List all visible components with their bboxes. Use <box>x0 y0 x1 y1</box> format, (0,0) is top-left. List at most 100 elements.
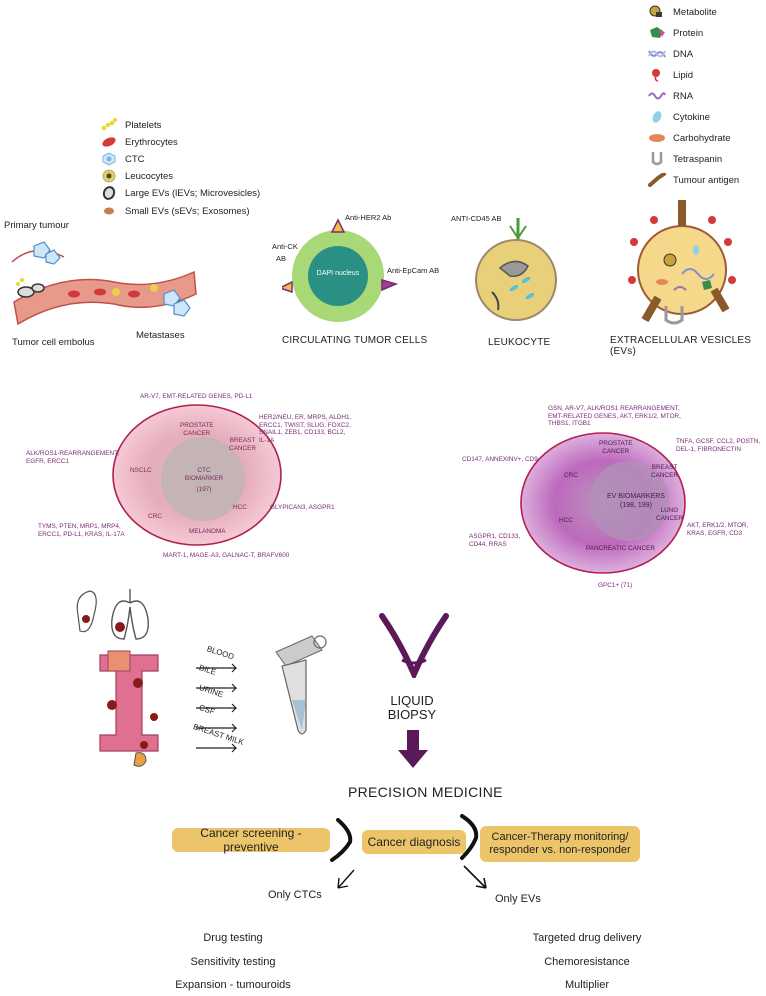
anti-cd45-label: ANTI-CD45 AB <box>451 214 502 223</box>
primary-tumour-label: Primary tumour <box>4 220 69 231</box>
anti-ck-label: Anti-CK <box>272 242 298 251</box>
ev-label-left: CD147, ANNEXINV+, CD9 <box>462 456 538 463</box>
legend-item-lipid: Lipid <box>648 68 693 82</box>
extracellular-vesicle-illustration <box>628 200 736 325</box>
rna-icon <box>648 92 666 100</box>
legend-item-tumour-antigen: Tumour antigen <box>648 173 739 187</box>
right-chevron-arrow <box>460 814 487 889</box>
ctc-use-sensitivity-testing: Sensitivity testing <box>190 956 276 968</box>
ev-biomarker-diagram <box>520 432 686 574</box>
legend-item-metabolite: Metabolite <box>648 5 717 19</box>
ev-label-top: GSN, AR-V7, ALK/ROS1 REARRANGEMENT,EMT-R… <box>548 405 681 428</box>
ctc-region-crc: CRC <box>148 513 162 520</box>
legend-label: Tumour antigen <box>673 174 740 186</box>
metastases-label: Metastases <box>136 330 185 341</box>
ctc-use-expansion: Expansion - tumouroids <box>175 979 291 991</box>
legend-item-large-evs: Large EVs (lEVs; Microvesicles) <box>100 186 260 200</box>
small-ev-icon <box>104 207 114 215</box>
organs-illustration <box>76 589 159 767</box>
lipid-icon <box>652 69 660 82</box>
legend-item-protein: Protein <box>648 26 703 40</box>
legend-item-cytokine: Cytokine <box>648 110 710 124</box>
legend-label: Erythrocytes <box>125 136 178 148</box>
legend-item-small-evs: Small EVs (sEVs; Exosomes) <box>100 204 250 218</box>
ev-biomarker-center: EV BIOMARKERS(198, 199) <box>607 493 665 509</box>
legend-item-dna: DNA <box>648 47 693 61</box>
ctc-biomarker-diagram <box>112 404 282 546</box>
legend-item-carbohydrate: Carbohydrate <box>648 131 731 145</box>
ctc-region-melanoma: MELANOMA <box>189 528 226 535</box>
anti-epcam-label: Anti-EpCam AB <box>387 266 440 275</box>
ctc-label-top: AR-V7, EMT-RELATED GENES, PD-L1 <box>140 393 253 400</box>
down-arrow-icon <box>398 730 428 768</box>
legend-item-leucocytes: Leucocytes <box>100 169 173 183</box>
large-ev-icon <box>102 186 116 200</box>
ctc-label-top-right: HER2/NEU, ER, MRPS, ALDH1,ERCC1, TWIST, … <box>259 414 352 444</box>
legend-label: RNA <box>673 90 694 102</box>
tetraspanin-icon <box>651 152 663 166</box>
carbohydrate-icon <box>649 134 665 142</box>
legend-label: Cytokine <box>673 111 710 123</box>
ctc-label-right: GLYPICAN3, ASGPR1 <box>270 504 335 511</box>
ev-label-bottom: GPC1+ (71) <box>598 582 633 589</box>
anti-ck-antibody <box>282 280 293 294</box>
only-evs-label: Only EVs <box>495 893 541 905</box>
ev-label-bottom-left: ASGPR1, CD133,CD44, RRAS <box>469 533 521 548</box>
ev-label-right: AKT, ERK1/2, MTOR,KRAS, EGFR, CD3 <box>687 522 749 537</box>
ev-use-targeted-delivery: Targeted drug delivery <box>532 932 642 944</box>
sample-tube-icon <box>275 635 327 735</box>
ev-caption: EXTRACELLULAR VESICLES (EVs) <box>610 335 752 357</box>
legend-item-rna: RNA <box>648 89 693 103</box>
ctc-caption: CIRCULATING TUMOR CELLS <box>282 335 428 346</box>
legend-label: Leucocytes <box>125 170 174 182</box>
left-chevron-arrow <box>330 818 355 889</box>
tumour-antigen-icon <box>648 173 666 187</box>
metabolite-icon <box>649 5 662 17</box>
legend-label: Protein <box>673 27 704 39</box>
legend-label: Carbohydrate <box>673 132 731 144</box>
legend-label: Platelets <box>125 119 162 131</box>
legend-label: Small EVs (sEVs; Exosomes) <box>125 205 250 217</box>
blood-vessel-illustration <box>11 241 197 326</box>
legend-label: Lipid <box>673 69 694 81</box>
fluid-arrows <box>196 663 238 753</box>
ev-region-hcc: HCC <box>559 517 573 524</box>
erythrocyte-icon <box>102 137 116 147</box>
ctc-cell-illustration <box>282 218 399 322</box>
ctc-region-nsclc: NSCLC <box>130 467 152 474</box>
ctc-region-hcc: HCC <box>233 504 247 511</box>
tumor-cell-embolus-label: Tumor cell embolus <box>12 337 95 348</box>
anti-her2-label: Anti-HER2 Ab <box>345 213 392 222</box>
legend-label: Metabolite <box>673 6 717 18</box>
ev-region-crc: CRC <box>564 472 578 479</box>
legend-item-tetraspanin: Tetraspanin <box>648 152 722 166</box>
ctc-label-bottom: MART-1, MAGE-A3, GALNAC-T, BRAFV600 <box>163 552 290 559</box>
ev-label-top-right: TNFA, GCSF, CCL2, POSTN,DEL-1, FIBRONECT… <box>676 438 761 453</box>
ev-use-multiplier: Multiplier <box>564 979 609 991</box>
breast-icon <box>76 590 97 633</box>
dna-icon <box>648 50 666 58</box>
ctc-label-bottom-left: TYMS, PTEN, MRP1, MRP4,ERCC1, PD-L1, KRA… <box>38 523 125 538</box>
legend-label: DNA <box>673 48 694 60</box>
leucocyte-icon <box>102 169 116 183</box>
banner-cancer-diagnosis: Cancer diagnosis <box>362 830 466 854</box>
legend-item-ctc: CTC <box>100 152 145 166</box>
lungs-icon <box>111 600 131 640</box>
ab-label: AB <box>276 254 287 263</box>
cytokine-icon <box>652 111 662 123</box>
ev-region-pancreatic: PANCREATIC CANCER <box>586 545 656 552</box>
only-ctcs-label: Only CTCs <box>268 889 322 901</box>
banner-cancer-screening: Cancer screening - preventive <box>172 826 330 854</box>
ctc-use-drug-testing: Drug testing <box>203 932 263 944</box>
banner-therapy-monitoring: Cancer-Therapy monitoring/responder vs. … <box>480 826 640 862</box>
leukocyte-illustration <box>475 218 557 321</box>
platelet-icon <box>101 118 117 131</box>
protein-icon <box>650 27 665 38</box>
ctc-label-left: ALK/ROS1-REARRANGEMENT,EGFR, ERCC1 <box>26 450 120 465</box>
